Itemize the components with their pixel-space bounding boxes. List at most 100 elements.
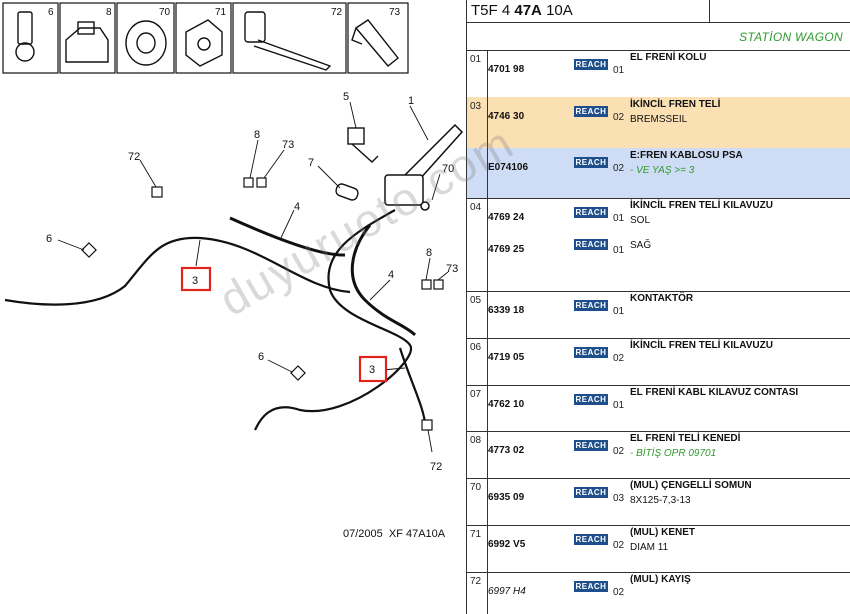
clip-73-lower — [433, 279, 444, 290]
column-divider — [487, 198, 488, 291]
callout-5: 5 — [343, 91, 349, 103]
clip-6-right — [290, 365, 306, 381]
rivet-clip-icon — [185, 19, 223, 67]
callout-3-highlight-box — [180, 266, 212, 292]
quantity: 03 — [613, 493, 625, 504]
part-number[interactable]: 4746 30 — [488, 111, 525, 122]
part-number[interactable]: 4701 98 — [488, 64, 525, 75]
part-line: 4762 10 REACH 01 EL FRENİ KABL KILAVUZ CONT… — [467, 387, 850, 411]
part-number[interactable]: 6992 V5 — [488, 539, 526, 550]
part-number[interactable]: 4773 02 — [488, 445, 525, 456]
clip-6-left — [81, 242, 97, 258]
part-description: E:FREN KABLOSU PSA — [630, 150, 743, 161]
part-condition-note: - BİTİŞ OPR 09701 — [630, 448, 717, 459]
part-description-secondary: BREMSSEIL — [630, 114, 688, 125]
part-description: İKİNCİL FREN TELİ — [630, 99, 721, 110]
quantity: 02 — [613, 163, 625, 174]
callout-72-upper: 72 — [128, 151, 140, 163]
part-description: KONTAKTÖR — [630, 293, 694, 304]
quantity: 01 — [613, 245, 625, 256]
part-number[interactable]: 4769 25 — [488, 244, 525, 255]
icon-box-73 — [347, 2, 409, 74]
cable-clips — [81, 177, 444, 431]
part-description-secondary: DIAM 11 — [630, 542, 669, 553]
callout-3-left: 3 — [192, 275, 198, 287]
quantity: 02 — [613, 112, 625, 123]
part-number[interactable]: 4762 10 — [488, 399, 525, 410]
icon-number-8: 8 — [106, 7, 112, 18]
reach-badge: REACH — [574, 394, 608, 405]
part-number[interactable]: 4769 24 — [488, 212, 525, 223]
icon-box-6 — [2, 2, 59, 74]
clip-73-upper — [256, 177, 267, 188]
reach-badge: REACH — [574, 347, 608, 358]
clip-8-lower — [421, 279, 432, 290]
column-divider — [487, 572, 488, 614]
handbrake-lever-icon — [384, 123, 464, 211]
part-description: İKİNCİL FREN TELİ KILAVUZU — [630, 340, 773, 351]
leader-lines — [57, 101, 449, 453]
quantity: 01 — [613, 400, 625, 411]
header-divider — [709, 0, 710, 22]
part-number[interactable]: 6339 18 — [488, 305, 525, 316]
part-number[interactable]: 6935 09 — [488, 492, 525, 503]
item-number: 04 — [470, 202, 482, 213]
part-row[interactable]: 05 6339 18 REACH 01 KONTAKTÖR — [467, 291, 850, 339]
column-divider — [487, 50, 488, 97]
cable-tie-icon — [244, 11, 332, 71]
reach-badge: REACH — [574, 300, 608, 311]
item-number: 03 — [470, 101, 482, 112]
callout-6-right: 6 — [258, 351, 264, 363]
icon-box-70 — [116, 2, 175, 74]
item-number: 07 — [470, 389, 482, 400]
item-number: 71 — [470, 529, 482, 540]
part-description: (MUL) KENET — [630, 527, 695, 538]
callout-8-upper: 8 — [254, 129, 260, 141]
quantity: 01 — [613, 213, 625, 224]
callout-8-lower: 8 — [426, 247, 432, 259]
cable-right — [254, 209, 413, 431]
exploded-diagram: 6 8 70 71 72 73 — [2, 2, 464, 540]
callout-1: 1 — [408, 95, 414, 107]
icon-number-73: 73 — [389, 7, 401, 18]
clip-72-lower — [421, 419, 433, 431]
part-number[interactable]: 6997 H4 — [488, 586, 526, 597]
item-number: 05 — [470, 295, 482, 306]
cable-gasket-icon — [335, 183, 359, 201]
part-description: EL FRENİ KABL KILAVUZ CONTASI — [630, 387, 799, 398]
strap-icon — [351, 19, 399, 67]
group-code-prefix: T5F 4 — [471, 2, 511, 19]
part-number[interactable]: E074106 — [488, 162, 529, 173]
part-number[interactable]: 4719 05 — [488, 352, 525, 363]
column-divider — [487, 291, 488, 338]
part-description: EL FRENİ TELİ KENEDİ — [630, 433, 741, 444]
part-condition-note: - VE YAŞ >= 3 — [630, 165, 695, 176]
column-divider — [487, 148, 488, 198]
flanged-nut-icon — [125, 20, 167, 66]
icon-box-72 — [232, 2, 347, 74]
column-divider — [487, 338, 488, 385]
part-description-secondary: 8X125-7,3-13 — [630, 495, 691, 506]
quantity: 01 — [613, 306, 625, 317]
part-description: (MUL) ÇENGELLİ SOMUN — [630, 480, 752, 491]
part-row[interactable]: 07 4762 10 REACH 01 EL FRENİ KABL KILAVUZ CO… — [467, 385, 850, 432]
part-description: EL FRENİ KOLU — [630, 52, 707, 63]
icon-number-70: 70 — [159, 7, 171, 18]
callout-labels: 1 5 7 70 8 73 72 6 4 3 4 8 73 3 6 72 — [46, 91, 458, 473]
part-line: 6339 18 REACH 01 KONTAKTÖR — [467, 293, 850, 317]
